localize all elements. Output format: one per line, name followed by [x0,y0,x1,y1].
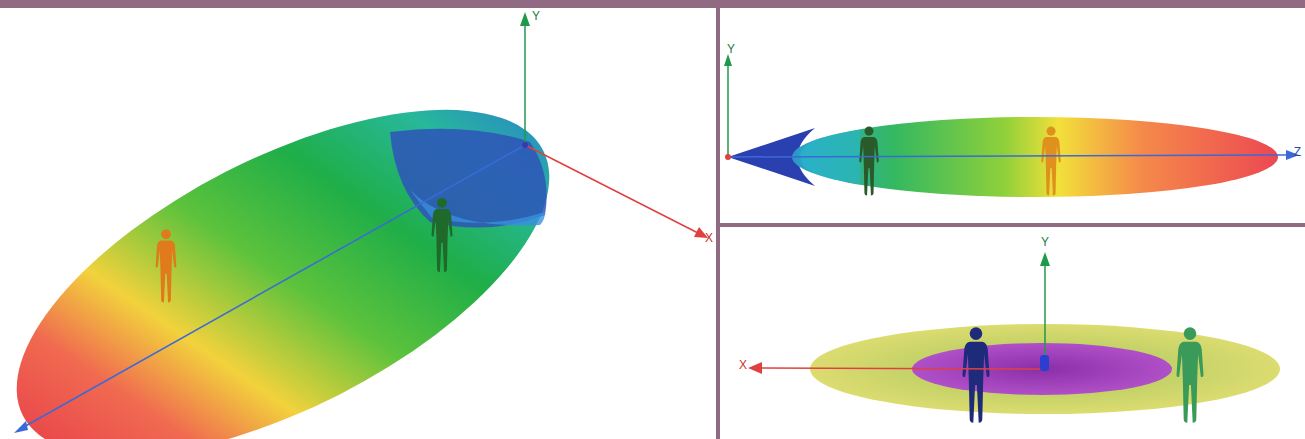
beam-lobe [0,39,600,439]
human-figure [1041,127,1061,196]
axes [724,54,1299,160]
axis-label: Y [531,10,541,23]
axis-label: Y [1040,236,1050,249]
human-figure [963,327,990,422]
axis-label: X [704,232,714,245]
human-figure [859,127,879,196]
axis-label: Z [1293,146,1302,159]
human-figure [156,229,177,302]
axis-label: X [738,359,748,372]
axis-label: Y [726,43,736,56]
human-figure [1177,327,1204,422]
human-figure [432,198,453,272]
axes [748,252,1050,374]
axes [14,12,708,433]
